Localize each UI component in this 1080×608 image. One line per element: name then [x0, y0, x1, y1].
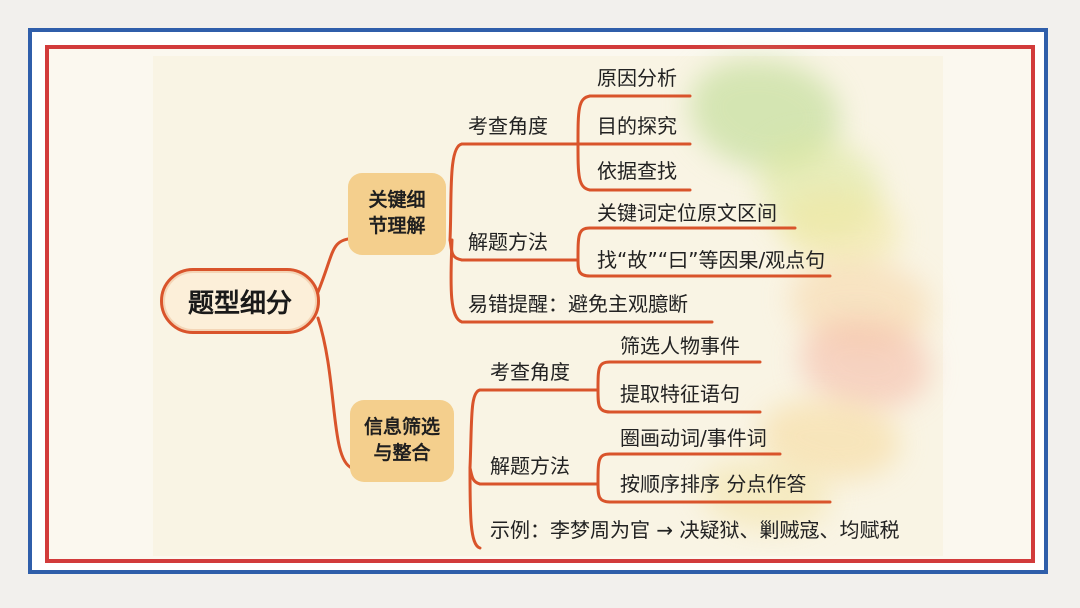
connector-line [576, 226, 592, 262]
group-label: 考查角度 [468, 114, 548, 138]
leaf-item: 筛选人物事件 [620, 334, 740, 358]
branch-label-line: 关键细 [368, 189, 426, 212]
root-node: 题型细分 [160, 268, 320, 334]
note-text: 易错提醒：避免主观臆断 [468, 292, 688, 316]
connector-line [468, 466, 482, 550]
connector-line [596, 452, 612, 486]
connector-line [596, 482, 612, 504]
note-text: 示例：李梦周为官 → 决疑狱、剿贼寇、均赋税 [490, 518, 900, 542]
connector-line [596, 388, 612, 414]
leaf-item: 关键词定位原文区间 [597, 201, 777, 225]
connector-line [448, 142, 464, 242]
watercolor-wash [700, 460, 830, 530]
leaf-item: 圈画动词/事件词 [620, 426, 767, 450]
branch-label-line: 与整合 [373, 442, 431, 464]
leaf-item: 目的探究 [597, 114, 677, 138]
group-label: 解题方法 [468, 230, 548, 254]
connector-line [316, 316, 354, 470]
leaf-item: 依据查找 [597, 159, 677, 183]
connector-line [576, 258, 592, 278]
leaf-item: 按顺序排序 分点作答 [620, 472, 807, 496]
group-label: 解题方法 [490, 454, 570, 478]
connector-line [468, 388, 482, 470]
branch-node-detail: 关键细 节理解 [348, 173, 446, 255]
leaf-item: 找“故”“曰”等因果/观点句 [597, 248, 826, 272]
group-label: 考查角度 [490, 360, 570, 384]
connector-line [596, 360, 612, 392]
connector-line [576, 94, 592, 146]
watercolor-wash [800, 320, 930, 410]
branch-label-line: 信息筛选 [363, 416, 440, 439]
connector-line [576, 142, 592, 192]
leaf-item: 提取特征语句 [620, 382, 740, 406]
leaf-item: 原因分析 [597, 66, 677, 90]
branch-node-info: 信息筛选 与整合 [350, 400, 454, 482]
connector-line [449, 238, 464, 324]
watercolor-wash [780, 190, 900, 270]
branch-label-line: 节理解 [368, 215, 426, 237]
